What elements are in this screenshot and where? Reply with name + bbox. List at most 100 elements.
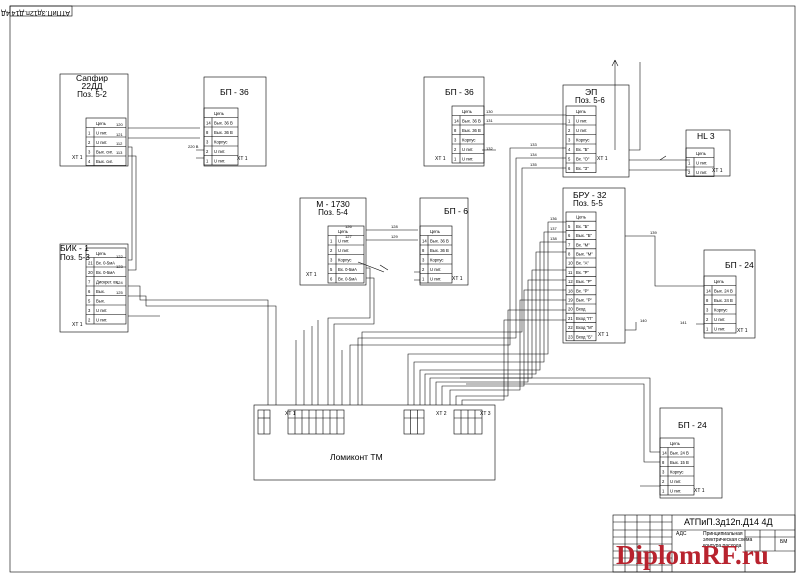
terminal-label: Цепь [96,251,107,256]
terminal-label: Вх. "З" [576,166,589,171]
wire-label: 134 [530,152,537,157]
terminal-label: Корпус [462,138,476,143]
bp6-title: БП - 6 [444,206,468,216]
ep-terminal-table [565,105,597,173]
terminal-label: Вх. "М" [576,242,590,247]
terminal-label: Корпус [214,140,228,145]
terminal-number: 2 [422,267,425,272]
terminal-label: U пит. [96,131,107,136]
terminal-number: 14 [706,289,711,294]
stamp-text3: контура расхода [703,543,742,549]
terminal-label: Вх. "О" [576,157,590,162]
terminal-number: 6 [330,277,333,282]
terminal-number: 1 [206,159,209,164]
terminal-label: Вых. "Р" [576,279,593,284]
wire-label: 135 [530,162,537,167]
bik-title: БИК - 1 [60,243,89,253]
terminal-label: U пит. [338,239,349,244]
terminal-number: 10 [568,261,573,266]
m1730-frame [299,197,367,286]
m1730-terminal-table [327,225,365,284]
terminal-label: Вых. сиг. [96,159,113,164]
wire-label: 129 [391,234,398,239]
wire-label: 123 [116,264,123,269]
terminal-number: 3 [568,138,571,143]
terminal-label: U пит. [214,159,225,164]
terminal-label: Вых. 24 В [670,451,689,456]
terminal-label: Цепь [462,109,473,114]
bp24-2-terminal-table [659,437,695,496]
terminal-label: Цепь [714,279,725,284]
terminal-label: Корпус [338,258,352,263]
terminal-label: Вх. "А" [576,261,589,266]
terminal-label: U пит. [696,170,707,175]
wire-label: 125 [116,290,123,295]
m1730-xt: ХТ 1 [306,272,317,278]
wire-label: 130 [486,109,493,114]
wire-label: 139 [650,230,657,235]
terminal-label: Вых. "М" [576,252,593,257]
lomikont-title: Ломиконт ТМ [330,452,383,462]
lomikont-xt2: ХТ 2 [436,411,447,417]
terminal-number: 3 [706,308,709,313]
terminal-number: 2 [88,318,91,323]
wire-label: 220 В [188,144,199,149]
terminal-label: Вх. 0-5мА [338,277,357,282]
wire-label: 137 [550,226,557,231]
wire-label: 138 [550,236,557,241]
terminal-label: Вх. 0-5мА [338,267,357,272]
terminal-label: U пит. [96,140,107,145]
terminal-number: 1 [568,119,571,124]
terminal-number: 21 [568,316,573,321]
terminal-label: U пит. [714,327,725,332]
wire-label: 126 [345,224,352,229]
m1730-title: М - 1730 [316,199,350,209]
terminal-number: 8 [662,460,665,465]
terminal-number: 3 [454,138,457,143]
terminal-number: 20 [88,270,93,275]
terminal-label: Вых. сиг. [96,150,113,155]
terminal-label: Корпус [430,258,444,263]
ep-xt: ХТ 1 [597,156,608,162]
terminal-label: Вх. 0-5мА [96,261,115,266]
bru-title: БРУ - 32 [573,190,607,200]
terminal-label: Корпус [670,470,684,475]
wire-label: 121 [116,132,123,137]
bp6-xt: ХТ 1 [452,276,463,282]
terminal-number: 21 [88,261,93,266]
terminal-label: Вых. 15 В [670,460,689,465]
terminal-number: 20 [568,307,573,312]
terminal-label: Вход "Б" [576,334,593,339]
lomikont-terminal-strip [257,409,271,435]
terminal-number: 5 [330,267,333,272]
terminal-label: U пит. [462,157,473,162]
terminal-number: 7 [568,242,571,247]
terminal-label: Вх. "Б" [576,147,589,152]
sapfir-frame [59,73,129,167]
terminal-label: U пит. [714,317,725,322]
m1730-pos: Поз. 5-4 [318,208,348,217]
terminal-label: Вых. 36 В [214,121,233,126]
terminal-number: 5 [88,299,91,304]
terminal-label: Корпус [714,308,728,313]
bp36-1-terminal-table [203,107,239,166]
terminal-label: Вых. 36 В [214,130,233,135]
terminal-number: 18 [568,288,573,293]
terminal-number: 2 [662,479,665,484]
bp24-1-xt: ХТ 1 [737,328,748,334]
terminal-label: U пит. [670,479,681,484]
bp36-1-xt: ХТ 1 [237,156,248,162]
wire-label: 140 [640,318,647,323]
bp36-2-terminal-table [451,105,485,164]
terminal-number: 3 [662,470,665,475]
bp24-2-title: БП - 24 [678,420,707,430]
terminal-number: 4 [568,147,571,152]
lomikont-terminal-strip [453,409,483,435]
wire-label: 112 [116,141,123,146]
terminal-label: U пит. [696,161,707,166]
wire-label: 136 [550,216,557,221]
bp24-1-title: БП - 24 [725,260,754,270]
bik-terminal-table [85,247,127,325]
stamp-text4: АДС [676,531,687,537]
